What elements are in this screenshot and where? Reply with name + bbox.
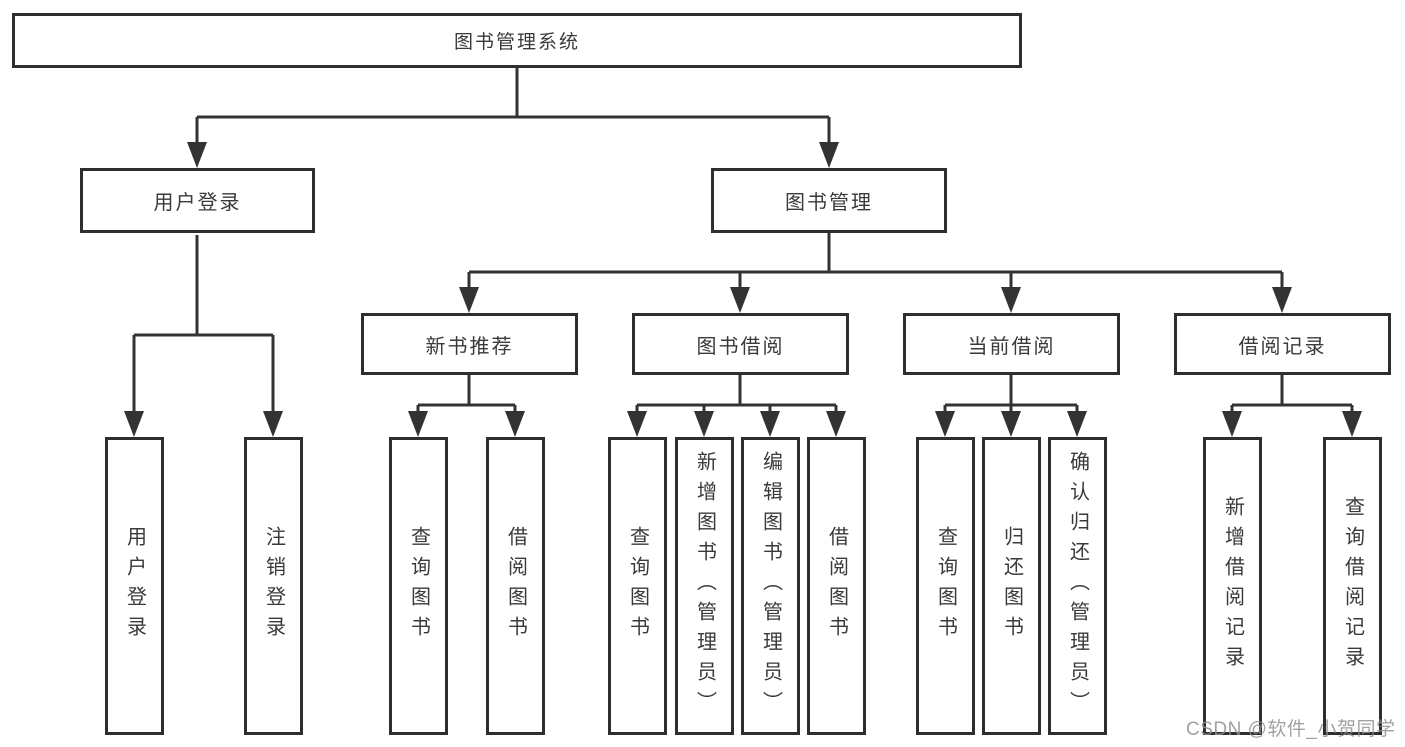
- node-label: 借阅记录: [1238, 335, 1327, 358]
- arrow-down-icon: [1272, 287, 1292, 313]
- connector-line: [943, 375, 1079, 414]
- arrow-down-icon: [935, 411, 955, 437]
- leaf-add-book-admin: 新增图书（管理员）: [675, 437, 734, 735]
- leaf-query-books-recommend: 查询图书: [389, 437, 448, 735]
- arrow-down-icon: [1001, 287, 1021, 313]
- leaf-logout: 注销登录: [244, 437, 303, 735]
- connector-line: [635, 375, 838, 414]
- connector-line: [467, 233, 1284, 290]
- node-library-management-system: 图书管理系统: [12, 13, 1022, 68]
- arrow-down-icon: [819, 142, 839, 168]
- arrow-down-icon: [408, 411, 428, 437]
- arrow-down-icon: [826, 411, 846, 437]
- node-label: 用户登录: [153, 192, 242, 214]
- leaf-borrow-books-recommend: 借阅图书: [486, 437, 545, 735]
- arrow-down-icon: [627, 411, 647, 437]
- leaf-label: 归还图书: [1000, 526, 1023, 646]
- leaf-add-borrow-record: 新增借阅记录: [1203, 437, 1262, 735]
- connector-line: [132, 235, 275, 414]
- leaf-label: 查询图书: [626, 526, 649, 646]
- arrow-down-icon: [263, 411, 283, 437]
- connector-line: [195, 68, 831, 146]
- leaf-label: 借阅图书: [504, 526, 527, 646]
- leaf-label: 借阅图书: [825, 526, 848, 646]
- node-label: 图书管理: [785, 192, 873, 214]
- leaf-edit-book-admin: 编辑图书（管理员）: [741, 437, 800, 735]
- arrow-down-icon: [1067, 411, 1087, 437]
- leaf-user-login: 用户登录: [105, 437, 164, 735]
- arrow-down-icon: [694, 411, 714, 437]
- leaf-label: 注销登录: [262, 526, 285, 646]
- arrow-down-icon: [1001, 411, 1021, 437]
- node-user-login: 用户登录: [80, 168, 315, 233]
- leaf-label: 新增图书（管理员）: [693, 451, 716, 721]
- arrow-down-icon: [1222, 411, 1242, 437]
- arrow-down-icon: [760, 411, 780, 437]
- arrow-down-icon: [459, 287, 479, 313]
- leaf-query-books-current: 查询图书: [916, 437, 975, 735]
- node-current-borrow: 当前借阅: [903, 313, 1120, 375]
- node-new-book-recommend: 新书推荐: [361, 313, 578, 375]
- leaf-label: 用户登录: [123, 526, 146, 646]
- node-label: 图书管理系统: [453, 32, 580, 53]
- arrow-down-icon: [1342, 411, 1362, 437]
- node-label: 当前借阅: [967, 335, 1056, 358]
- leaf-borrow-books: 借阅图书: [807, 437, 866, 735]
- leaf-return-book: 归还图书: [982, 437, 1041, 735]
- node-book-borrow: 图书借阅: [632, 313, 849, 375]
- leaf-label: 编辑图书（管理员）: [759, 451, 782, 721]
- connector-line: [1230, 375, 1354, 414]
- node-book-management: 图书管理: [711, 168, 947, 233]
- node-label: 图书借阅: [696, 335, 785, 358]
- node-label: 新书推荐: [425, 335, 514, 358]
- leaf-query-borrow-record: 查询借阅记录: [1323, 437, 1382, 735]
- leaf-label: 查询图书: [407, 526, 430, 646]
- connector-line: [416, 375, 517, 414]
- leaf-label: 查询借阅记录: [1341, 496, 1364, 676]
- leaf-label: 新增借阅记录: [1221, 496, 1244, 676]
- arrow-down-icon: [505, 411, 525, 437]
- csdn-watermark: CSDN @软件_小贺同学: [1186, 719, 1396, 740]
- leaf-label: 确认归还（管理员）: [1066, 451, 1089, 721]
- leaf-query-books-borrow: 查询图书: [608, 437, 667, 735]
- node-borrow-records: 借阅记录: [1174, 313, 1391, 375]
- leaf-label: 查询图书: [934, 526, 957, 646]
- arrow-down-icon: [187, 142, 207, 168]
- leaf-confirm-return-admin: 确认归还（管理员）: [1048, 437, 1107, 735]
- arrow-down-icon: [124, 411, 144, 437]
- arrow-down-icon: [730, 287, 750, 313]
